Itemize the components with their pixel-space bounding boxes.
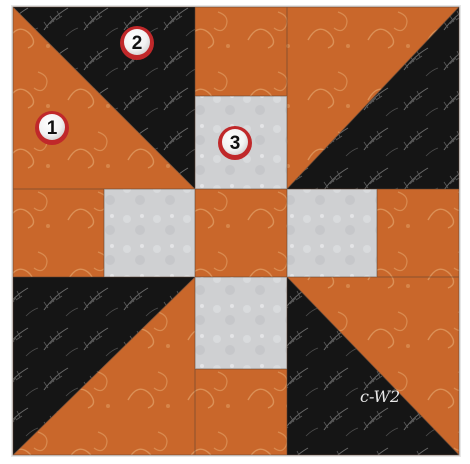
square-mid-right-gray (287, 189, 377, 277)
marker-2-label: 2 (132, 33, 143, 54)
rect-top-orange (195, 7, 287, 96)
marker-1-label: 1 (47, 118, 58, 139)
marker-1: 1 (35, 111, 69, 145)
rect-mid-right-orange (377, 189, 459, 277)
rect-bottom-orange (195, 369, 287, 455)
marker-3-label: 3 (230, 133, 241, 154)
square-center-orange (195, 189, 287, 277)
rect-mid-left-orange (13, 189, 104, 277)
marker-2: 2 (120, 26, 154, 60)
marker-3: 3 (218, 126, 252, 160)
square-mid-left-gray (104, 189, 195, 277)
square-bottom-gray (195, 277, 287, 369)
signature-watermark: c-W2 (360, 387, 400, 406)
